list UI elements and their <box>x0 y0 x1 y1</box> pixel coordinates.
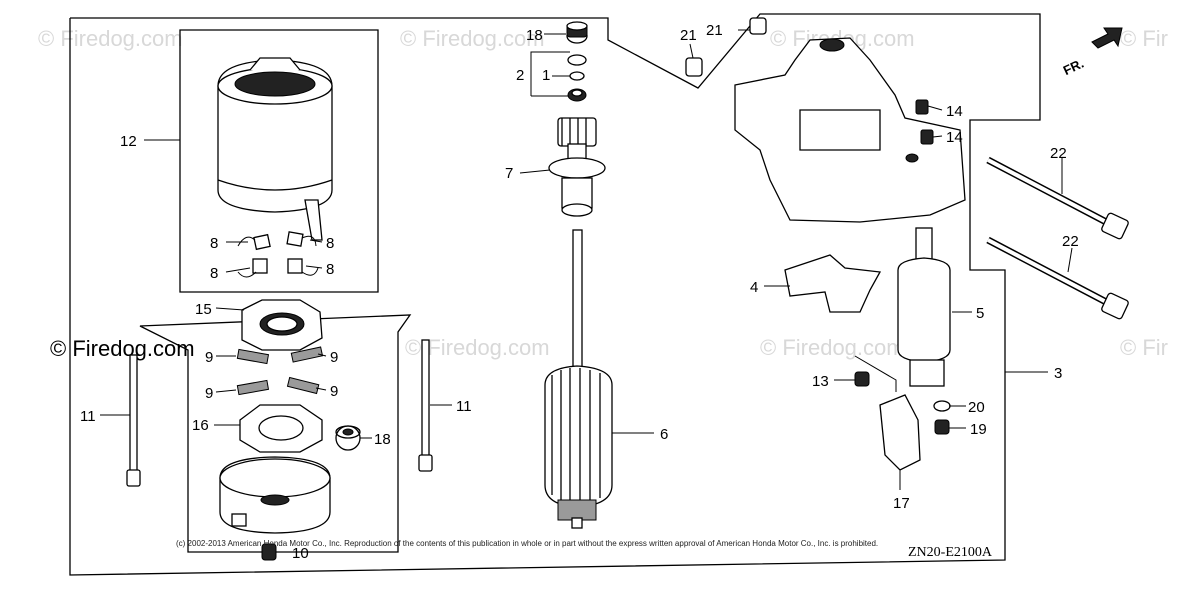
callout-number: 9 <box>330 349 338 366</box>
callout-number: 14 <box>946 129 963 146</box>
callout-number: 20 <box>968 399 985 416</box>
callout-number: 14 <box>946 103 963 120</box>
watermark: © Firedog.com <box>400 26 545 51</box>
assembly-outline <box>69 13 1041 576</box>
brush-holder-part <box>241 299 323 351</box>
watermark: © Fir <box>1120 26 1168 51</box>
watermark: © Firedog.com <box>760 335 905 360</box>
brush-set <box>237 231 319 278</box>
nut-part <box>934 419 950 435</box>
nut-part <box>915 99 929 115</box>
front-label: FR. <box>1061 56 1086 78</box>
callout-number: 11 <box>80 408 96 425</box>
motor-case-part <box>734 37 966 223</box>
callout-number: 21 <box>706 22 723 39</box>
rear-cover-frame <box>139 314 412 553</box>
front-direction-indicator: FR. <box>1061 27 1123 78</box>
boot-part <box>879 394 921 471</box>
shift-lever-part <box>784 254 882 313</box>
diagram-code: ZN20-E2100A <box>908 545 993 560</box>
callout-labels: 18 2 1 21 21 12 7 14 14 22 8 8 8 8 22 4 … <box>80 22 1079 562</box>
callout-number: 12 <box>120 133 137 150</box>
leader-lines <box>100 29 1073 553</box>
bearing-part <box>335 425 361 451</box>
callout-number: 18 <box>526 27 543 44</box>
callout-number: 10 <box>292 545 309 562</box>
watermark-dark: © Firedog.com <box>50 336 195 361</box>
callout-number: 22 <box>1062 233 1079 250</box>
brush-plate-part <box>239 404 323 453</box>
copyright-notice: (c) 2002-2013 American Honda Motor Co., … <box>176 539 878 548</box>
rear-cover-part <box>219 456 331 534</box>
callout-number: 8 <box>210 265 218 282</box>
callout-number: 9 <box>205 349 213 366</box>
yoke-part <box>217 57 333 241</box>
nut-part <box>854 371 870 387</box>
springs <box>236 346 324 396</box>
callout-number: 7 <box>505 165 513 182</box>
callout-number: 11 <box>456 398 472 415</box>
nut-part <box>920 129 934 145</box>
callout-number: 21 <box>680 27 697 44</box>
callout-number: 9 <box>330 383 338 400</box>
callout-number: 8 <box>326 235 334 252</box>
armature-stack <box>544 21 613 529</box>
watermark: © Fir <box>1120 335 1168 360</box>
callout-number: 22 <box>1050 145 1067 162</box>
callout-number: 8 <box>210 235 218 252</box>
watermark: © Firedog.com <box>38 26 183 51</box>
callout-number: 6 <box>660 426 668 443</box>
callout-number: 15 <box>195 301 212 318</box>
sleeve-part <box>685 57 703 77</box>
callout-number: 8 <box>326 261 334 278</box>
long-bolts <box>986 156 1129 320</box>
callout-number: 16 <box>192 417 209 434</box>
washer-part <box>933 400 951 412</box>
callout-number: 18 <box>374 431 391 448</box>
callout-number: 19 <box>970 421 987 438</box>
sleeve-part <box>749 17 767 35</box>
through-bolts <box>126 339 433 487</box>
callout-number: 3 <box>1054 365 1062 382</box>
callout-number: 2 <box>516 67 524 84</box>
callout-number: 9 <box>205 385 213 402</box>
solenoid-part <box>897 227 951 387</box>
callout-number: 5 <box>976 305 984 322</box>
callout-number: 1 <box>542 67 550 84</box>
yoke-frame <box>179 29 379 293</box>
callout-number: 13 <box>812 373 829 390</box>
callout-number: 17 <box>893 495 910 512</box>
callout-number: 4 <box>750 279 758 296</box>
